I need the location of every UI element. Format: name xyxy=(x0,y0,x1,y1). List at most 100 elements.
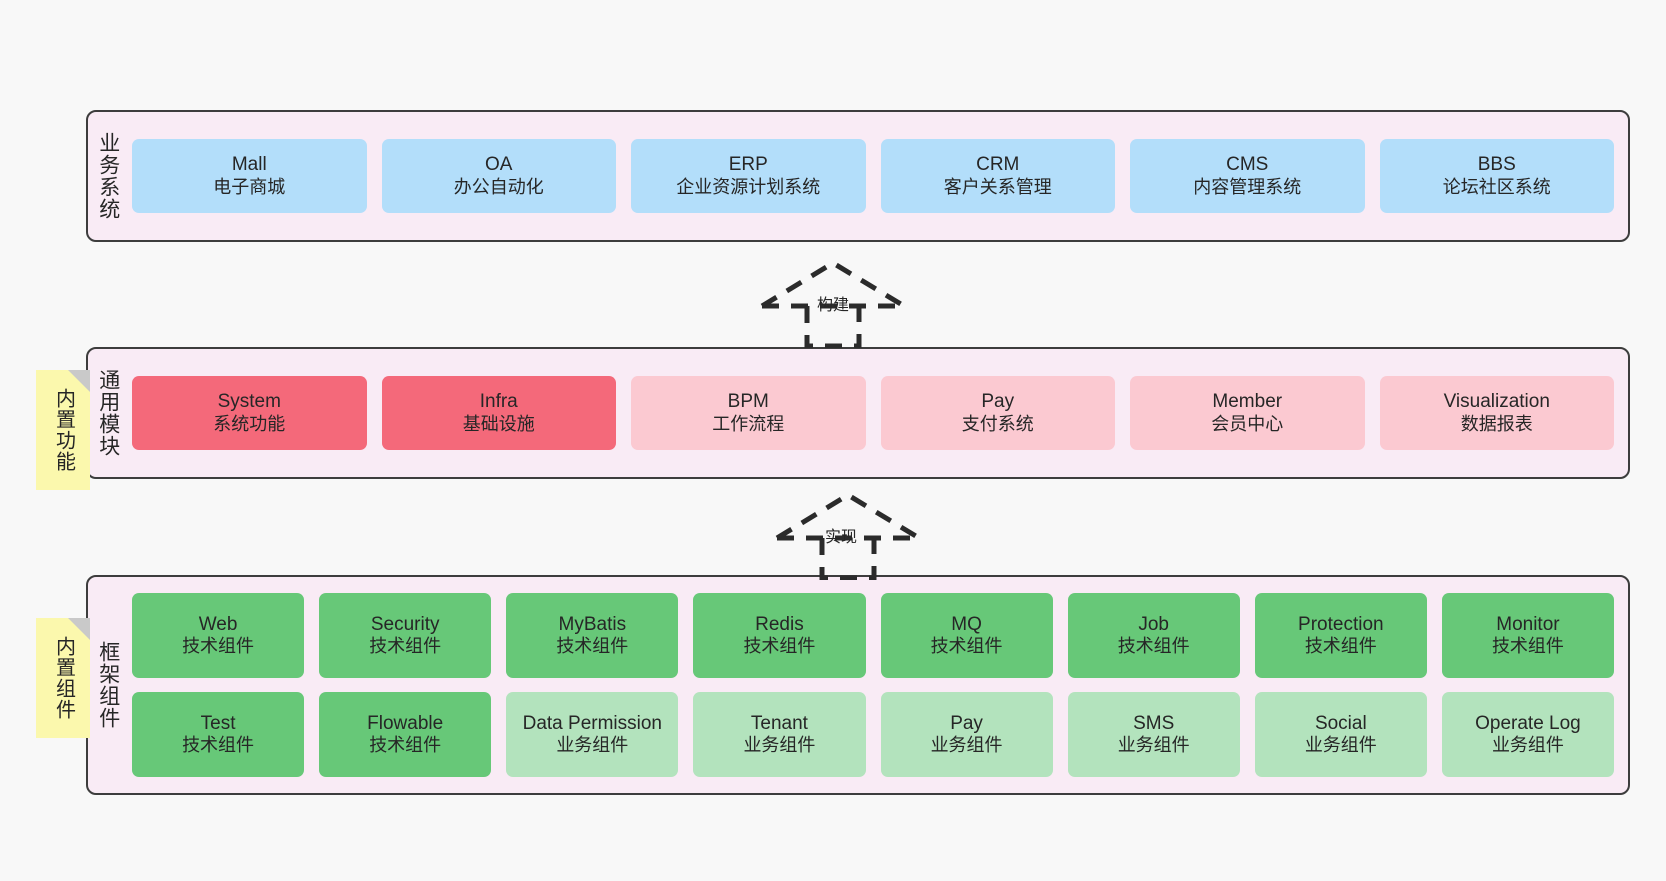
module-card-infra[interactable]: Infra 基础设施 xyxy=(381,376,616,450)
card-title: Social xyxy=(1314,712,1367,734)
module-card-visualization[interactable]: Visualization 数据报表 xyxy=(1379,376,1614,450)
module-card-test[interactable]: Test 技术组件 xyxy=(132,692,305,777)
card-subtitle: 技术组件 xyxy=(1304,636,1377,657)
module-card-redis[interactable]: Redis 技术组件 xyxy=(693,593,866,678)
card-title: Flowable xyxy=(367,712,444,734)
generalization-arrow-icon xyxy=(760,260,906,349)
arrow-label-implement: 实现 xyxy=(825,529,858,546)
note-label: 内置功能 xyxy=(52,388,75,472)
module-card-bpm[interactable]: BPM 工作流程 xyxy=(631,376,866,450)
card-title: Pay xyxy=(981,391,1015,413)
layer-body-business: Mall 电子商城 OA 办公自动化 ERP 企业资源计划系统 CRM 客户关系… xyxy=(128,112,1628,240)
module-card-data-permission[interactable]: Data Permission 业务组件 xyxy=(506,692,679,777)
module-card-tenant[interactable]: Tenant 业务组件 xyxy=(693,692,866,777)
layer-row: Test 技术组件 Flowable 技术组件 Data Permission … xyxy=(132,692,1614,777)
layer-label-common: 通用模块 xyxy=(96,369,120,457)
module-card-oa[interactable]: OA 办公自动化 xyxy=(381,139,616,213)
card-subtitle: 数据报表 xyxy=(1460,413,1533,434)
card-title: Visualization xyxy=(1443,391,1550,413)
module-card-mall[interactable]: Mall 电子商城 xyxy=(132,139,367,213)
card-title: Infra xyxy=(479,391,518,413)
card-subtitle: 业务组件 xyxy=(1117,735,1190,756)
module-card-member[interactable]: Member 会员中心 xyxy=(1130,376,1365,450)
layer-row: Web 技术组件 Security 技术组件 MyBatis 技术组件 Redi… xyxy=(132,593,1614,678)
card-title: OA xyxy=(485,154,513,176)
card-title: Protection xyxy=(1298,613,1384,635)
card-title: Redis xyxy=(755,613,804,635)
card-subtitle: 技术组件 xyxy=(182,735,255,756)
module-card-cms[interactable]: CMS 内容管理系统 xyxy=(1130,139,1365,213)
card-title: CMS xyxy=(1226,154,1269,176)
card-subtitle: 工作流程 xyxy=(712,413,785,434)
card-title: Test xyxy=(200,712,236,734)
module-card-flowable[interactable]: Flowable 技术组件 xyxy=(319,692,492,777)
card-subtitle: 技术组件 xyxy=(1117,636,1190,657)
card-title: BBS xyxy=(1477,154,1516,176)
card-title: Pay xyxy=(950,712,983,734)
module-card-bbs[interactable]: BBS 论坛社区系统 xyxy=(1379,139,1614,213)
note-fold-corner-icon xyxy=(68,618,90,640)
module-card-crm[interactable]: CRM 客户关系管理 xyxy=(880,139,1115,213)
card-subtitle: 技术组件 xyxy=(1491,636,1564,657)
module-card-protection[interactable]: Protection 技术组件 xyxy=(1254,593,1427,678)
arrow-implement: 实现 xyxy=(772,490,924,581)
module-card-social[interactable]: Social 业务组件 xyxy=(1254,692,1427,777)
card-title: BPM xyxy=(727,391,769,413)
card-title: Operate Log xyxy=(1475,712,1581,734)
layer-label-framework: 框架组件 xyxy=(96,641,120,729)
card-subtitle: 电子商城 xyxy=(213,176,286,197)
module-card-mybatis[interactable]: MyBatis 技术组件 xyxy=(506,593,679,678)
card-title: Data Permission xyxy=(522,712,662,734)
card-title: Job xyxy=(1138,613,1169,635)
card-title: ERP xyxy=(728,154,768,176)
card-title: System xyxy=(217,391,281,413)
card-subtitle: 系统功能 xyxy=(213,413,286,434)
module-card-monitor[interactable]: Monitor 技术组件 xyxy=(1441,593,1614,678)
module-card-pay[interactable]: Pay 支付系统 xyxy=(880,376,1115,450)
module-card-erp[interactable]: ERP 企业资源计划系统 xyxy=(631,139,866,213)
note-label: 内置组件 xyxy=(52,636,75,720)
module-card-pay-business[interactable]: Pay 业务组件 xyxy=(880,692,1053,777)
module-card-operate-log[interactable]: Operate Log 业务组件 xyxy=(1441,692,1614,777)
card-subtitle: 支付系统 xyxy=(961,413,1034,434)
layer-row: Mall 电子商城 OA 办公自动化 ERP 企业资源计划系统 CRM 客户关系… xyxy=(132,139,1614,213)
card-title: Monitor xyxy=(1496,613,1560,635)
card-subtitle: 技术组件 xyxy=(369,636,442,657)
arrow-build: 构建 xyxy=(757,258,909,349)
card-subtitle: 业务组件 xyxy=(743,735,816,756)
layer-common-modules: 通用模块 System 系统功能 Infra 基础设施 BPM 工作流程 Pay… xyxy=(86,347,1630,479)
card-subtitle: 业务组件 xyxy=(1304,735,1377,756)
card-subtitle: 内容管理系统 xyxy=(1193,176,1302,197)
card-subtitle: 技术组件 xyxy=(369,735,442,756)
card-title: SMS xyxy=(1133,712,1175,734)
module-card-sms[interactable]: SMS 业务组件 xyxy=(1067,692,1240,777)
card-subtitle: 企业资源计划系统 xyxy=(676,176,821,197)
arrow-label-build: 构建 xyxy=(817,297,850,314)
card-subtitle: 业务组件 xyxy=(930,735,1003,756)
card-title: Security xyxy=(370,613,440,635)
card-subtitle: 技术组件 xyxy=(930,636,1003,657)
card-subtitle: 客户关系管理 xyxy=(943,176,1052,197)
card-title: Mall xyxy=(231,154,267,176)
card-subtitle: 业务组件 xyxy=(1491,735,1564,756)
module-card-web[interactable]: Web 技术组件 xyxy=(132,593,305,678)
layer-body-framework: Web 技术组件 Security 技术组件 MyBatis 技术组件 Redi… xyxy=(128,577,1628,793)
card-subtitle: 业务组件 xyxy=(556,735,629,756)
card-subtitle: 技术组件 xyxy=(743,636,816,657)
module-card-security[interactable]: Security 技术组件 xyxy=(319,593,492,678)
card-subtitle: 办公自动化 xyxy=(453,176,544,197)
card-subtitle: 基础设施 xyxy=(462,413,535,434)
module-card-job[interactable]: Job 技术组件 xyxy=(1067,593,1240,678)
sticky-note-builtin-components: 内置组件 xyxy=(36,618,90,738)
card-title: MQ xyxy=(951,613,982,635)
card-subtitle: 会员中心 xyxy=(1211,413,1284,434)
layer-body-common: System 系统功能 Infra 基础设施 BPM 工作流程 Pay 支付系统… xyxy=(128,349,1628,477)
card-subtitle: 论坛社区系统 xyxy=(1442,176,1551,197)
card-title: CRM xyxy=(976,154,1020,176)
module-card-system[interactable]: System 系统功能 xyxy=(132,376,367,450)
module-card-mq[interactable]: MQ 技术组件 xyxy=(880,593,1053,678)
sticky-note-builtin-features: 内置功能 xyxy=(36,370,90,490)
card-title: MyBatis xyxy=(558,613,627,635)
layer-framework-components: 框架组件 Web 技术组件 Security 技术组件 MyBatis 技术组件… xyxy=(86,575,1630,795)
